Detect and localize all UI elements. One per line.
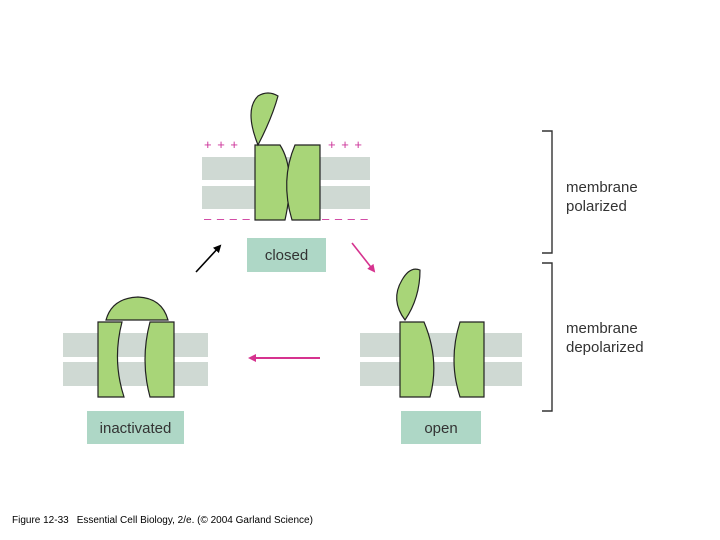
polarized-label-line1: membrane — [566, 179, 638, 196]
depolarized-label-line1: membrane — [566, 320, 638, 337]
figure-number: Figure 12-33 — [12, 515, 69, 526]
inactivated-channel-group — [63, 296, 208, 398]
channel-right-subunit — [453, 321, 485, 398]
inactivated-label: inactivated — [100, 420, 172, 437]
channel-left-subunit — [97, 321, 125, 398]
charge-plus-left: + + + — [204, 137, 239, 152]
charge-minus-right: – – – – — [322, 211, 369, 226]
charge-plus-right: + + + — [328, 137, 363, 152]
membrane-layer-top — [63, 333, 208, 357]
channel-right-subunit — [144, 321, 175, 398]
arrow-closed-to-open — [351, 242, 376, 273]
charge-minus-left: – – – – — [204, 211, 251, 226]
closed-label-box — [247, 238, 326, 272]
open-label-box — [401, 411, 481, 444]
channel-right-subunit — [286, 144, 321, 221]
open-channel-group — [360, 268, 522, 398]
closed-label: closed — [265, 247, 308, 264]
inactivated-label-box — [87, 411, 184, 444]
membrane-layer-bottom — [63, 362, 208, 386]
figure-caption: Figure 12-33 Essential Cell Biology, 2/e.… — [12, 515, 321, 526]
bracket-depolarized — [542, 262, 553, 412]
channel-left-subunit — [254, 144, 291, 221]
closed-channel-group — [202, 92, 370, 221]
open-label: open — [424, 420, 457, 437]
depolarized-label-line2: depolarized — [566, 339, 644, 356]
inactivation-gate — [396, 268, 421, 322]
inactivation-gate — [250, 92, 279, 147]
bracket-polarized — [542, 130, 553, 254]
inactivation-gate — [105, 296, 169, 321]
channel-left-subunit — [399, 321, 435, 398]
membrane-layer-top — [360, 333, 522, 357]
arrow-inactivated-to-closed — [195, 244, 222, 273]
figure-source: Essential Cell Biology, 2/e. (© 2004 Gar… — [76, 515, 313, 526]
polarized-label-line2: polarized — [566, 198, 627, 215]
membrane-layer-bottom — [360, 362, 522, 386]
